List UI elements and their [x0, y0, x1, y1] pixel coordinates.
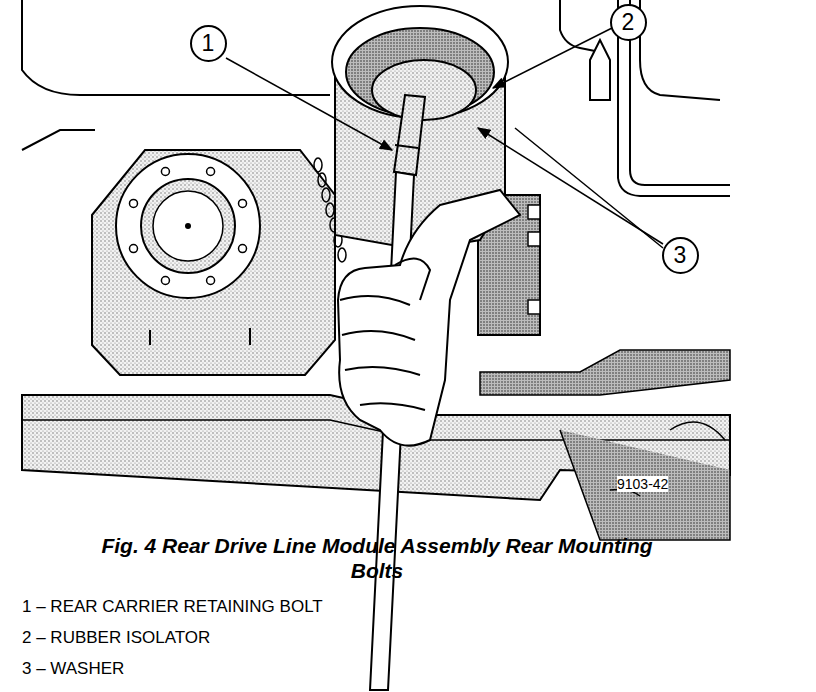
chain-link — [318, 173, 326, 187]
flange-center — [185, 223, 191, 229]
bolt-hole — [207, 167, 215, 175]
callout-circle: 2 — [610, 4, 647, 41]
frame-bracket — [560, 430, 730, 540]
figure-number: 9103-42 — [617, 476, 668, 492]
fitting — [590, 40, 610, 100]
leader-line — [515, 128, 663, 248]
figure-caption: Fig. 4 Rear Drive Line Module Assembly R… — [77, 533, 677, 583]
bolt-hole — [239, 199, 247, 207]
callout-circle: 3 — [662, 237, 699, 274]
bolt-hole — [161, 277, 169, 285]
parts-list-item: 1 – REAR CARRIER RETAINING BOLT — [22, 597, 323, 617]
callout-number: 2 — [622, 11, 635, 34]
leader-line — [226, 58, 392, 150]
bolt-hole — [129, 199, 137, 207]
frame-rail — [480, 350, 730, 395]
bolt-hole — [239, 245, 247, 253]
socket — [394, 95, 425, 175]
bolt-head — [528, 232, 540, 246]
thumb — [395, 259, 430, 300]
chain-link — [338, 248, 346, 262]
leader-line — [493, 28, 612, 88]
parts-list-item: 3 – WASHER — [22, 659, 124, 679]
bolt-hole — [129, 245, 137, 253]
body-panel — [22, 0, 330, 95]
chain-link — [322, 188, 330, 202]
housing-detail — [150, 328, 250, 345]
flange-ring — [116, 154, 260, 298]
leader-line — [478, 128, 663, 244]
bolt-head — [528, 300, 540, 314]
carrier-housing — [92, 150, 335, 375]
bolt-hole — [161, 167, 169, 175]
body-panel — [22, 130, 95, 150]
chain-link — [326, 203, 334, 217]
finger-lines — [340, 296, 425, 410]
parts-list-item: 2 – RUBBER ISOLATOR — [22, 628, 210, 648]
bolt-hole — [207, 277, 215, 285]
bolt-holes — [129, 167, 246, 284]
socket-ring — [395, 145, 418, 148]
callout-circle: 1 — [190, 25, 227, 62]
bracket-bolts — [528, 205, 540, 314]
callout-number: 3 — [674, 244, 687, 267]
callout-number: 1 — [202, 32, 215, 55]
hand-outline — [338, 190, 520, 446]
bolt-head — [528, 205, 540, 219]
flange-inner — [141, 179, 235, 273]
pipe — [640, 0, 720, 100]
chain-link — [314, 158, 322, 172]
flange-bore — [153, 191, 223, 261]
frame-detail — [670, 422, 725, 440]
carrier-flange — [116, 154, 260, 298]
hand — [338, 190, 520, 446]
leader-lines — [226, 28, 663, 496]
